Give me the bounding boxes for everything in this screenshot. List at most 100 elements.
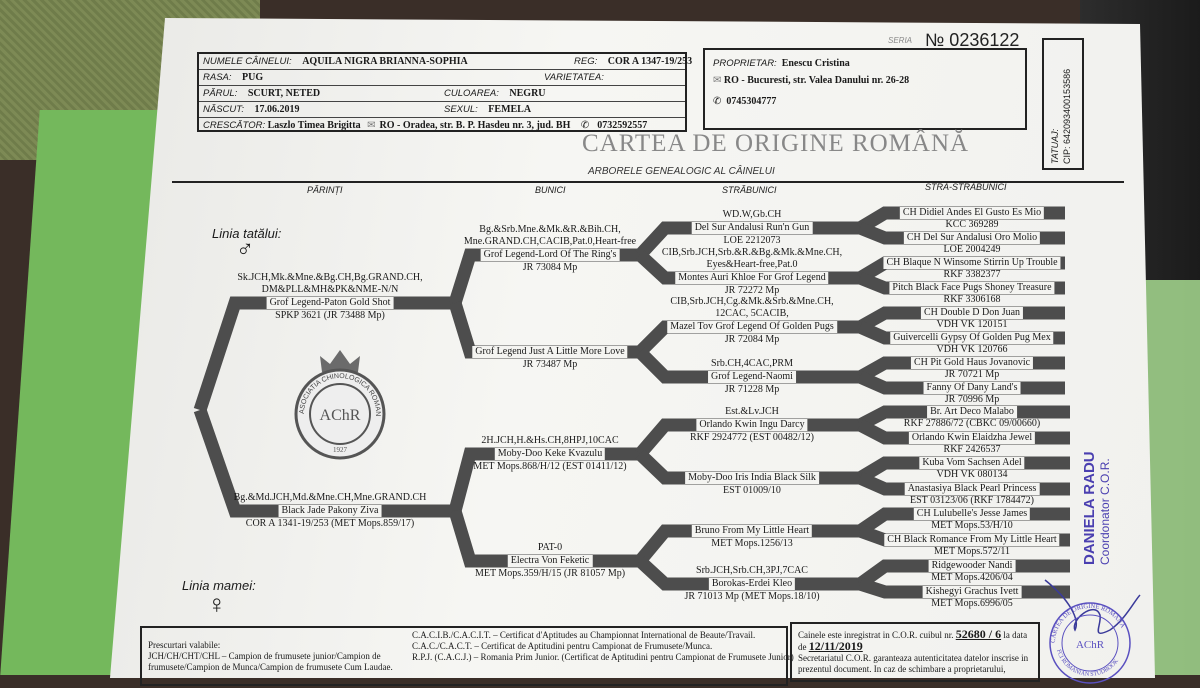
breeder-name: Laszlo Timea Brigitta xyxy=(267,120,361,131)
great-great-grandparent-name: CH Lulubelle's Jesse James xyxy=(913,508,1031,520)
great-great-grandparent-name: CH Blaque N Winsome Stirrin Up Trouble xyxy=(883,257,1061,269)
envelope-icon: ✉ xyxy=(367,120,376,131)
abbreviations-heading: Prescurtari valabile: xyxy=(148,640,221,650)
great-great-grandparent-name: Fanny Of Dany Land's xyxy=(923,382,1021,394)
great-grandparent-titles: CIB,Srb.JCH,Srb.&R.&Bg.&Mk.&Mne.CH, xyxy=(661,247,843,258)
litter-number: 52680 / 6 xyxy=(955,627,1002,641)
field-label-2: REG: xyxy=(574,56,598,67)
chip-number: CIP: 642093400153586 xyxy=(1062,68,1072,164)
great-great-grandparent-name: Ridgewooder Nandi xyxy=(928,560,1016,572)
parent-titles: DM&PLL&MH&PK&NME-N/N xyxy=(261,284,399,295)
stamp-top-text: CARTEA DE ORIGINE ROMANA xyxy=(1050,603,1126,643)
envelope-icon: ✉ xyxy=(713,75,722,86)
seria-number: № 0236122 xyxy=(925,30,1020,50)
grandparent-name: Electra Von Feketic xyxy=(507,555,593,567)
owner-address: RO - Bucuresti, str. Valea Danului nr. 2… xyxy=(723,75,910,86)
stamp-monogram: AChR xyxy=(1076,639,1105,651)
parent-titles: Bg.&Md.JCH,Md.&Mne.CH,Mne.GRAND.CH xyxy=(233,492,427,503)
breeder-row: CRESCĂTOR: Laszlo Timea Brigitta ✉RO - O… xyxy=(199,118,685,134)
grandparent-name: Moby-Doo Keke Kvazulu xyxy=(494,448,606,460)
logo-monogram: AChR xyxy=(320,407,361,424)
great-great-grandparent-name: Kuba Vom Sachsen Adel xyxy=(919,457,1025,469)
grandparent-registration: JR 73487 Mp xyxy=(522,359,578,370)
great-great-grandparent-name: Orlando Kwin Elaidzha Jewel xyxy=(908,432,1036,444)
great-great-grandparent-registration: MET Mops.53/H/10 xyxy=(931,520,1013,531)
registration-date-label: la data xyxy=(1003,630,1028,640)
registration-de: de xyxy=(798,642,807,652)
field-label: RASA: xyxy=(203,72,232,83)
great-grandparent-name: Borokas-Erdei Kleo xyxy=(708,578,796,590)
grandparent-name: Grof Legend-Lord Of The Ring's xyxy=(480,249,620,261)
column-header-great-grandparents: STRĂBUNICI xyxy=(722,185,777,195)
female-symbol-icon: ♀ xyxy=(207,590,227,619)
great-great-grandparent-registration: RKF 27886/72 (CBKC 09/00660) xyxy=(903,418,1041,429)
great-great-grandparent-name: CH Double D Don Juan xyxy=(920,307,1024,319)
great-grandparent-titles: Srb.CH,4CAC,PRM xyxy=(711,358,793,369)
field-label: NĂSCUT: xyxy=(203,104,244,115)
great-great-grandparent-registration: VDH VK 120151 xyxy=(936,319,1008,330)
breeder-phone: 0732592557 xyxy=(597,120,648,131)
field-value: 17.06.2019 xyxy=(254,104,300,115)
great-grandparent-name: Montes Auri Khloe For Grof Legend xyxy=(675,272,829,284)
field-label: PĂRUL: xyxy=(203,88,238,99)
abbreviations-box: Prescurtari valabile: JCH/CH/CHT/CHL – C… xyxy=(140,626,794,686)
logo-year: 1927 xyxy=(333,446,348,454)
column-header-great-great-grandparents: STRĂ-STRĂBUNICI xyxy=(925,182,1007,192)
great-great-grandparent-name: Guivercelli Gypsy Of Golden Pug Mex xyxy=(890,332,1054,344)
seria-label: SERIA xyxy=(888,36,913,45)
coordinator-role: Coordonator C.O.R. xyxy=(1098,458,1112,565)
great-great-grandparent-registration: JR 70996 Mp xyxy=(944,394,1000,405)
tree-branch-grandparent xyxy=(448,301,640,359)
column-header-parents: PĂRINȚI xyxy=(307,185,343,195)
document-title: CARTEA DE ORIGINE ROMÂNĂ xyxy=(582,130,970,157)
registration-text: Cainele este inregistrat in C.O.R. cuibu… xyxy=(798,630,954,640)
parent-name: Grof Legend-Paton Gold Shot xyxy=(266,297,394,309)
registration-date: 12/11/2019 xyxy=(808,639,863,653)
great-great-grandparent-registration: RKF 3382377 xyxy=(943,269,1001,280)
male-symbol-icon: ♂ xyxy=(236,237,254,263)
field-value: AQUILA NIGRA BRIANNA-SOPHIA xyxy=(302,56,468,67)
great-great-grandparent-name: CH Didiel Andes El Gusto Es Mio xyxy=(899,207,1045,219)
grandparent-registration: MET Mops.359/H/15 (JR 81057 Mp) xyxy=(474,568,626,579)
registration-note: prezentul document. In caz de schimbare … xyxy=(798,664,1006,674)
great-grandparent-registration: JR 71228 Mp xyxy=(724,384,780,395)
header-divider xyxy=(172,181,1124,183)
great-great-grandparent-registration: LOE 2004249 xyxy=(943,244,1001,255)
column-header-grandparents: BUNICI xyxy=(535,185,566,195)
great-grandparent-name: Orlando Kwin Ingu Darcy xyxy=(696,419,808,431)
dam-line-label: Linia mamei: xyxy=(182,578,256,593)
great-grandparent-name: Bruno From My Little Heart xyxy=(691,525,813,537)
great-great-grandparent-registration: JR 70721 Mp xyxy=(944,369,1000,380)
field-label-2: SEXUL: xyxy=(444,104,478,115)
great-grandparent-registration: LOE 2212073 xyxy=(723,235,781,246)
grandparent-titles: Mne.GRAND.CH,CACIB,Pat.0,Heart-free xyxy=(463,236,637,247)
grandparent-registration: MET Mops.868/H/12 (EST 01411/12) xyxy=(473,461,627,472)
abbreviation-right-1: C.A.C.I.B./C.A.C.I.T. – Certificat d'Apt… xyxy=(412,630,756,640)
great-grandparent-name: Mazel Tov Grof Legend Of Golden Pugs xyxy=(667,321,837,333)
dog-info-row: NĂSCUT: 17.06.2019 SEXUL: FEMELA xyxy=(199,102,685,118)
great-great-grandparent-registration: EST 03123/06 (RKF 1784472) xyxy=(910,495,1034,506)
field-value-2: FEMELA xyxy=(488,104,532,115)
abbreviation-left-1: JCH/CH/CHT/CHL – Campion de frumusete ju… xyxy=(148,651,381,661)
owner-label: PROPRIETAR: xyxy=(713,58,777,69)
great-grandparent-titles: Srb.JCH,Srb.CH,3PJ,7CAC xyxy=(696,565,808,576)
field-label: NUMELE CÂINELUI: xyxy=(203,56,292,67)
parent-name: Black Jade Pakony Ziva xyxy=(278,505,382,517)
great-great-grandparent-name: CH Del Sur Andalusi Oro Molio xyxy=(903,232,1041,244)
great-great-grandparent-registration: VDH VK 080134 xyxy=(936,469,1008,480)
great-grandparent-titles: WD.W,Gb.CH xyxy=(722,209,782,220)
breeder-address: RO - Oradea, str. B. P. Hasdeu nr. 3, ju… xyxy=(379,120,571,131)
great-great-grandparent-registration: MET Mops.572/11 xyxy=(933,546,1011,557)
cor-round-stamp: CARTEA DE ORIGINE ROMANA FCI ROMANIAN ST… xyxy=(1049,602,1131,684)
field-value-2: NEGRU xyxy=(509,88,546,99)
owner-box: PROPRIETAR: Enescu Cristina ✉ RO - Bucur… xyxy=(703,48,1027,130)
dog-info-box: NUMELE CÂINELUI: AQUILA NIGRA BRIANNA-SO… xyxy=(197,52,692,134)
breeder-label: CRESCĂTOR: xyxy=(203,120,266,131)
grandparent-titles: 2H.JCH,H.&Hs.CH,8HPJ,10CAC xyxy=(481,435,619,446)
great-great-grandparent-name: CH Black Romance From My Little Heart xyxy=(884,534,1060,546)
registration-box: Cainele este inregistrat in C.O.R. cuibu… xyxy=(790,622,1040,682)
grandparent-registration: JR 73084 Mp xyxy=(522,262,578,273)
great-great-grandparent-name: CH Pit Gold Haus Jovanovic xyxy=(910,357,1034,369)
field-label-2: CULOAREA: xyxy=(444,88,499,99)
signature xyxy=(1044,579,1141,635)
